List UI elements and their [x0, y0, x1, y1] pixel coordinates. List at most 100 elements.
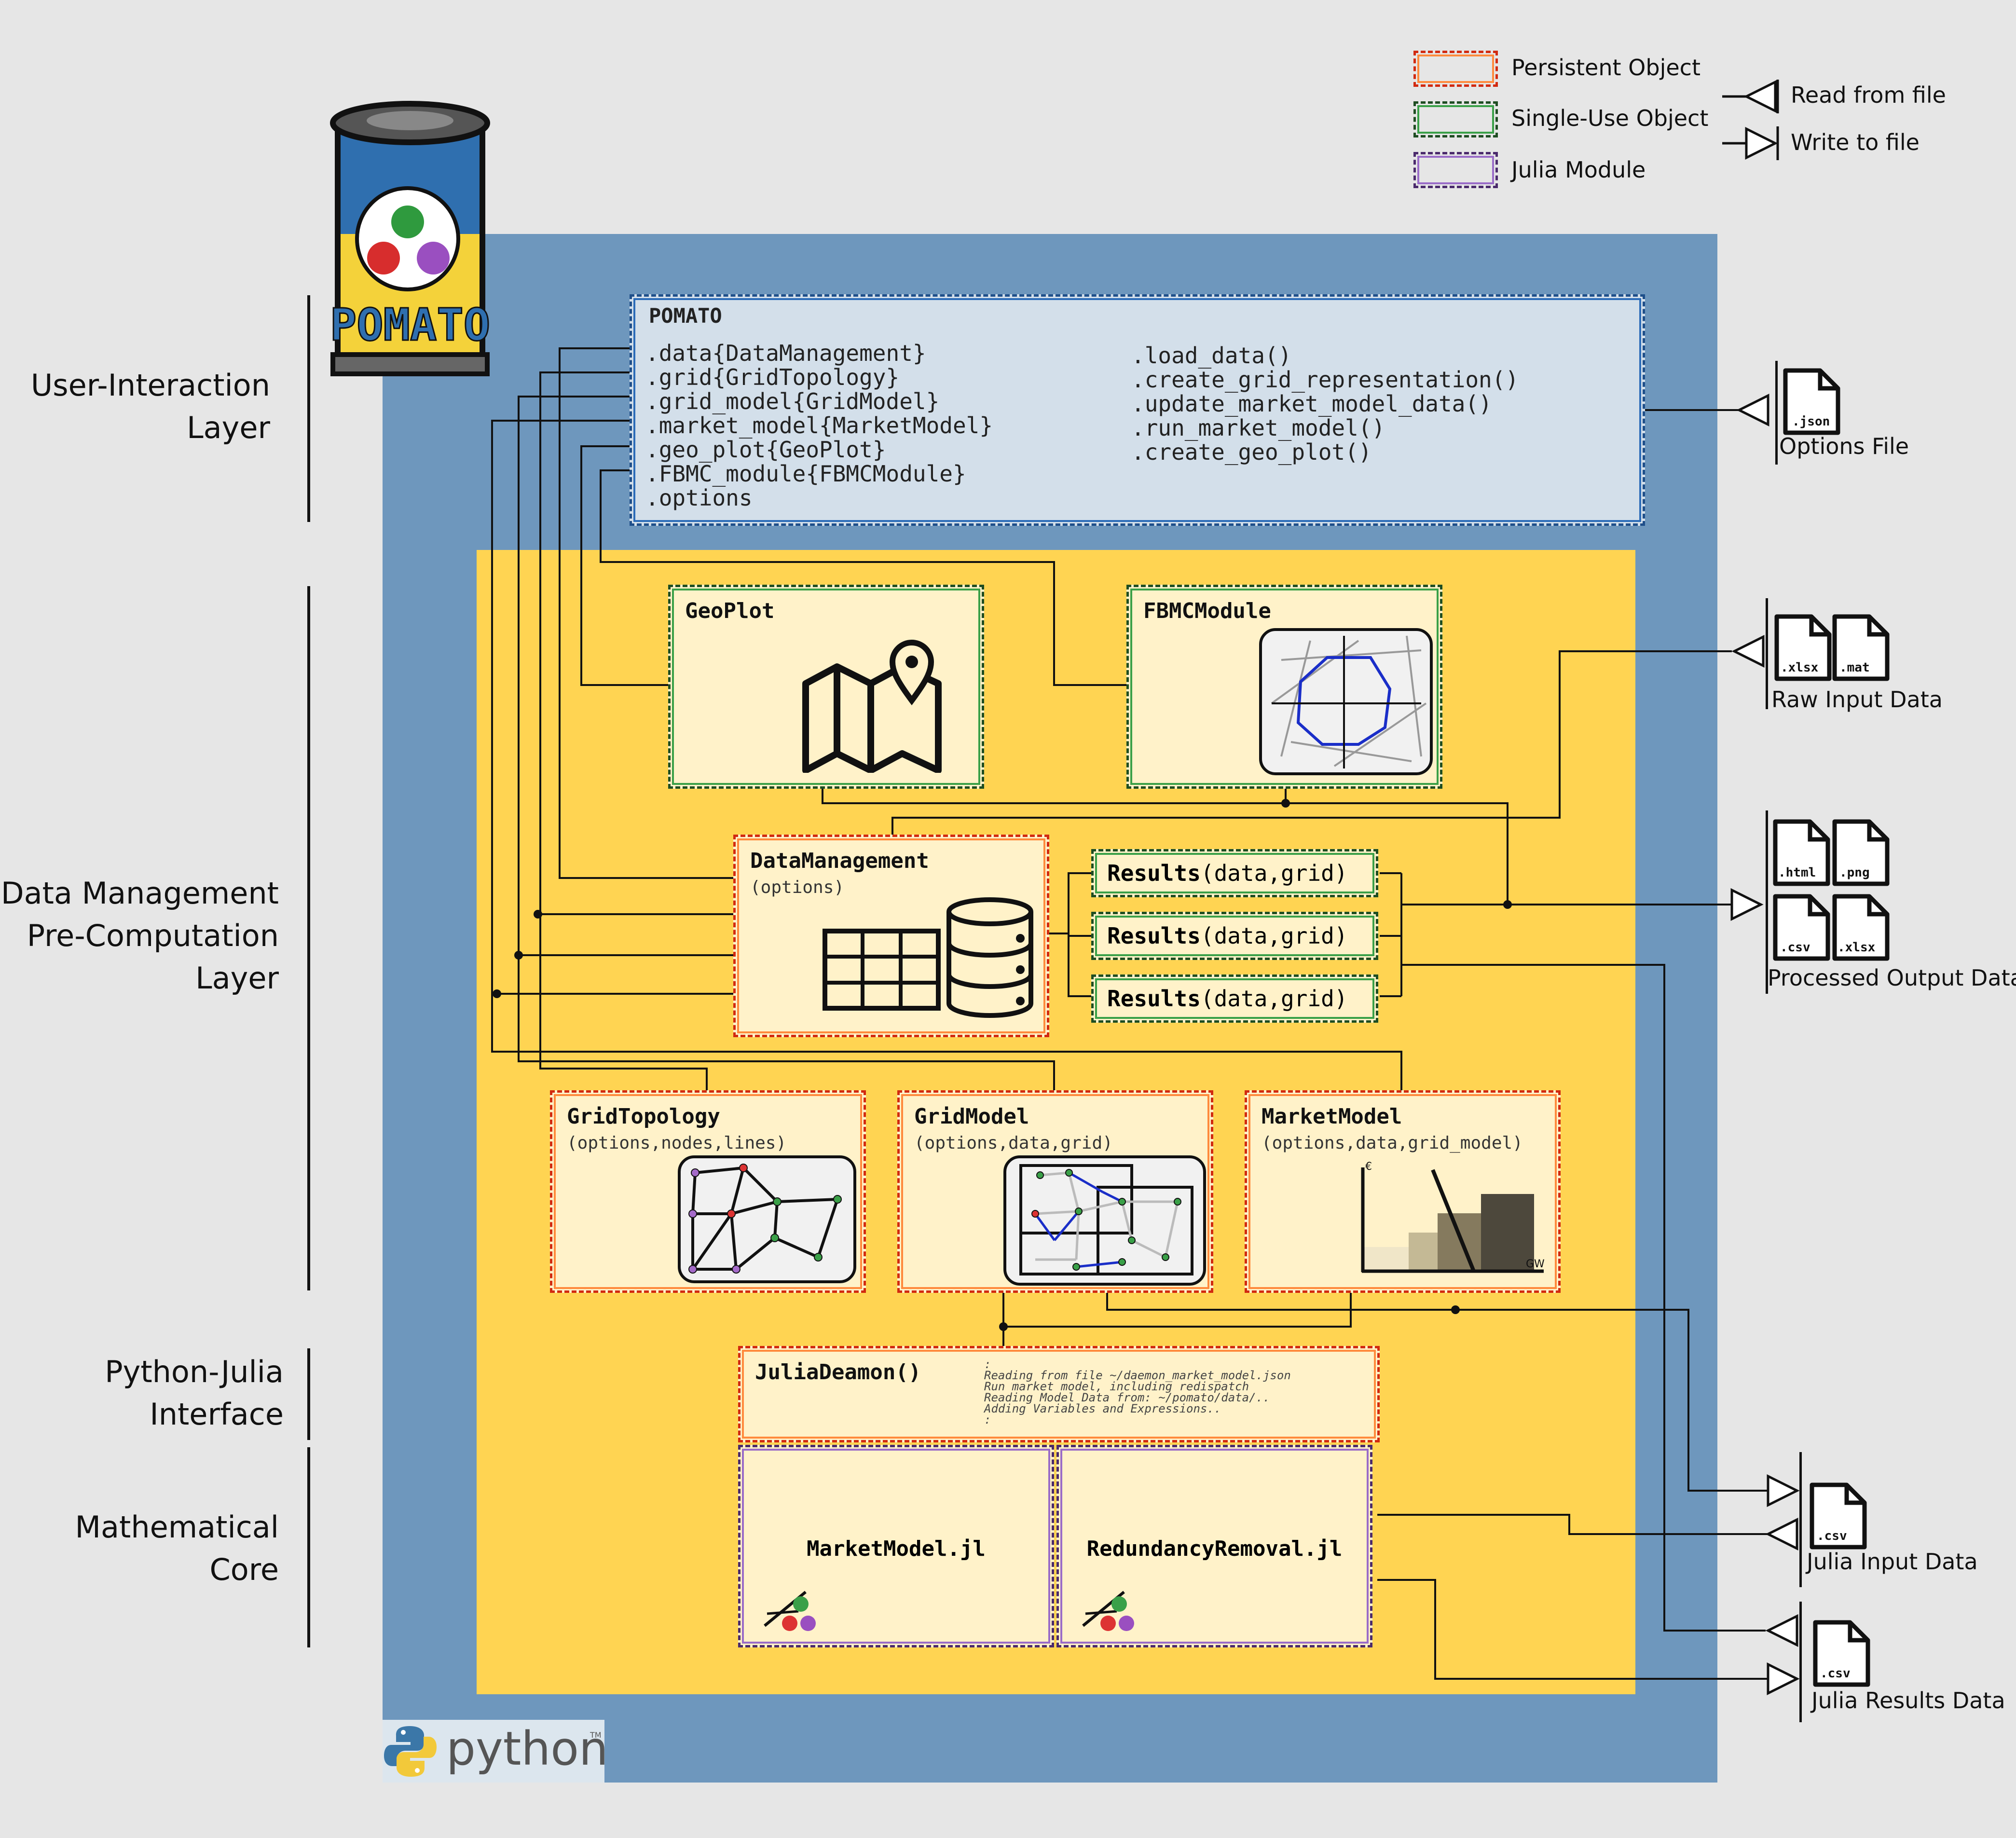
julia-logo-icon [1082, 1591, 1134, 1631]
legend-read-label: Read from file [1791, 82, 1946, 108]
grid-topology-panel [678, 1155, 856, 1283]
log-line: Adding Variables and Expressions.. [984, 1402, 1221, 1415]
log-line: Reading Model Data from: ~/pomato/data/.… [984, 1391, 1270, 1404]
pomato-method: .create_grid_representation() [1131, 367, 1519, 393]
zonal-grid-icon [1019, 1164, 1193, 1276]
julia-daemon-title: JuliaDeamon() [755, 1360, 921, 1385]
png-file-icon: .png [1832, 819, 1890, 886]
file-ext: .mat [1839, 660, 1870, 675]
database-icon [946, 897, 1033, 1018]
data-management-title: DataManagement [750, 849, 929, 873]
file-ext: .csv [1820, 1666, 1851, 1681]
file-ext: .html [1778, 865, 1816, 880]
layer-label-python-julia: Python-Julia Interface [19, 1351, 284, 1436]
julia-daemon-object[interactable]: JuliaDeamon() : Reading from file ~/daem… [738, 1346, 1380, 1442]
pomato-title: POMATO [649, 304, 722, 328]
fbmc-title: FBMCModule [1143, 599, 1271, 623]
results-args: (data,grid) [1200, 860, 1348, 886]
layer-divider [307, 295, 310, 522]
layer-label-line: Pre-Computation [27, 918, 279, 953]
file-ext: .csv [1780, 940, 1810, 955]
redundancy-removal-jl-module[interactable]: RedundancyRemoval.jl [1056, 1445, 1372, 1647]
geoplot-title: GeoPlot [685, 599, 775, 623]
layer-label-line: Layer [195, 960, 279, 996]
y-unit-label: € [1365, 1161, 1372, 1173]
layer-label-line: Layer [187, 410, 270, 445]
mat-file-icon: .mat [1832, 614, 1890, 681]
market-model-args: (options,data,grid_model) [1262, 1133, 1523, 1153]
pomato-method: .run_market_model() [1131, 415, 1385, 441]
julia-logo-icon [764, 1591, 816, 1631]
layer-label-line: Mathematical [75, 1509, 279, 1545]
file-ext: .json [1792, 414, 1830, 429]
redundancy-removal-jl-title: RedundancyRemoval.jl [1086, 1536, 1343, 1561]
grid-model-args: (options,data,grid) [914, 1133, 1113, 1153]
merit-order-icon: € GW [1361, 1161, 1545, 1273]
grid-model-object[interactable]: GridModel (options,data,grid) [897, 1090, 1213, 1293]
grid-topology-object[interactable]: GridTopology (options,nodes,lines) [550, 1090, 866, 1293]
legend-single-use-swatch [1413, 101, 1498, 137]
market-model-object[interactable]: MarketModel (options,data,grid_model) € … [1245, 1090, 1561, 1293]
julia-daemon-log: : Reading from file ~/daemon_market_mode… [984, 1358, 1291, 1427]
market-model-jl-title: MarketModel.jl [807, 1536, 986, 1561]
layer-label-line: Data Management [0, 876, 279, 911]
table-icon [823, 929, 941, 1011]
json-file-icon: .json [1783, 368, 1840, 435]
log-line: Run market model, including redispatch [984, 1380, 1249, 1393]
results-name: Results [1107, 986, 1201, 1012]
pomato-method: .update_market_model_data() [1131, 391, 1492, 417]
layer-label-user-interaction: User-Interaction Layer [19, 364, 270, 449]
julia-input-label: Julia Input Data [1807, 1549, 1978, 1575]
geoplot-object[interactable]: GeoPlot [668, 585, 984, 789]
legend-julia-swatch [1413, 152, 1498, 188]
results-object[interactable]: Results(data,grid) [1091, 974, 1378, 1023]
data-management-object[interactable]: DataManagement (options) [733, 835, 1049, 1037]
file-bracket [1799, 1602, 1802, 1722]
legend-persistent-label: Persistent Object [1511, 55, 1701, 81]
results-object[interactable]: Results(data,grid) [1091, 849, 1378, 897]
file-bracket [1766, 598, 1768, 709]
can-label: POMATO [330, 299, 490, 351]
pomato-object[interactable]: POMATO .data{DataManagement} .grid{GridT… [630, 294, 1645, 526]
results-name: Results [1107, 860, 1201, 886]
map-pin-icon [802, 640, 942, 773]
market-model-jl-module[interactable]: MarketModel.jl [738, 1445, 1054, 1647]
pomato-method: .create_geo_plot() [1131, 439, 1372, 465]
layer-label-math-core: Mathematical Core [19, 1506, 279, 1591]
csv-file-icon: .csv [1773, 894, 1830, 961]
grid-topology-args: (options,nodes,lines) [567, 1133, 787, 1153]
market-model-title: MarketModel [1262, 1104, 1402, 1129]
fbmc-object[interactable]: FBMCModule [1126, 585, 1442, 789]
pomato-attribute: .geo_plot{GeoPlot} [645, 437, 886, 463]
file-bracket [1775, 361, 1778, 465]
write-arrow-icon [1722, 126, 1779, 160]
file-ext: .png [1839, 865, 1870, 880]
layer-divider [307, 1348, 310, 1440]
python-trademark: TM [590, 1730, 602, 1740]
layer-label-line: User-Interaction [30, 368, 270, 403]
xlsx-file-icon: .xlsx [1832, 894, 1890, 961]
log-line: Reading from file ~/daemon_market_model.… [984, 1369, 1291, 1382]
log-line: : [984, 1413, 991, 1427]
pomato-attribute: .data{DataManagement} [645, 340, 926, 366]
html-file-icon: .html [1773, 819, 1830, 886]
results-object[interactable]: Results(data,grid) [1091, 912, 1378, 960]
file-ext: .xlsx [1781, 660, 1818, 675]
pomato-can-logo: POMATO [329, 101, 491, 376]
layer-label-data-management: Data Management Pre-Computation Layer [0, 872, 279, 1000]
csv-file-icon: .csv [1810, 1482, 1867, 1550]
log-line: : [984, 1358, 991, 1371]
options-file-label: Options File [1779, 433, 1909, 459]
data-management-args: (options) [750, 878, 845, 897]
pomato-attribute: .FBMC_module{FBMCModule} [645, 461, 966, 487]
python-snake-icon [384, 1726, 437, 1777]
pomato-method: .load_data() [1131, 343, 1292, 369]
layer-divider [307, 1447, 310, 1647]
layer-label-line: Core [209, 1552, 279, 1587]
processed-output-label: Processed Output Data [1768, 965, 2016, 991]
file-ext: .csv [1817, 1529, 1847, 1543]
python-wordmark: python [446, 1722, 608, 1776]
pomato-attribute: .grid{GridTopology} [645, 364, 900, 390]
python-logo: python TM [383, 1720, 608, 1783]
